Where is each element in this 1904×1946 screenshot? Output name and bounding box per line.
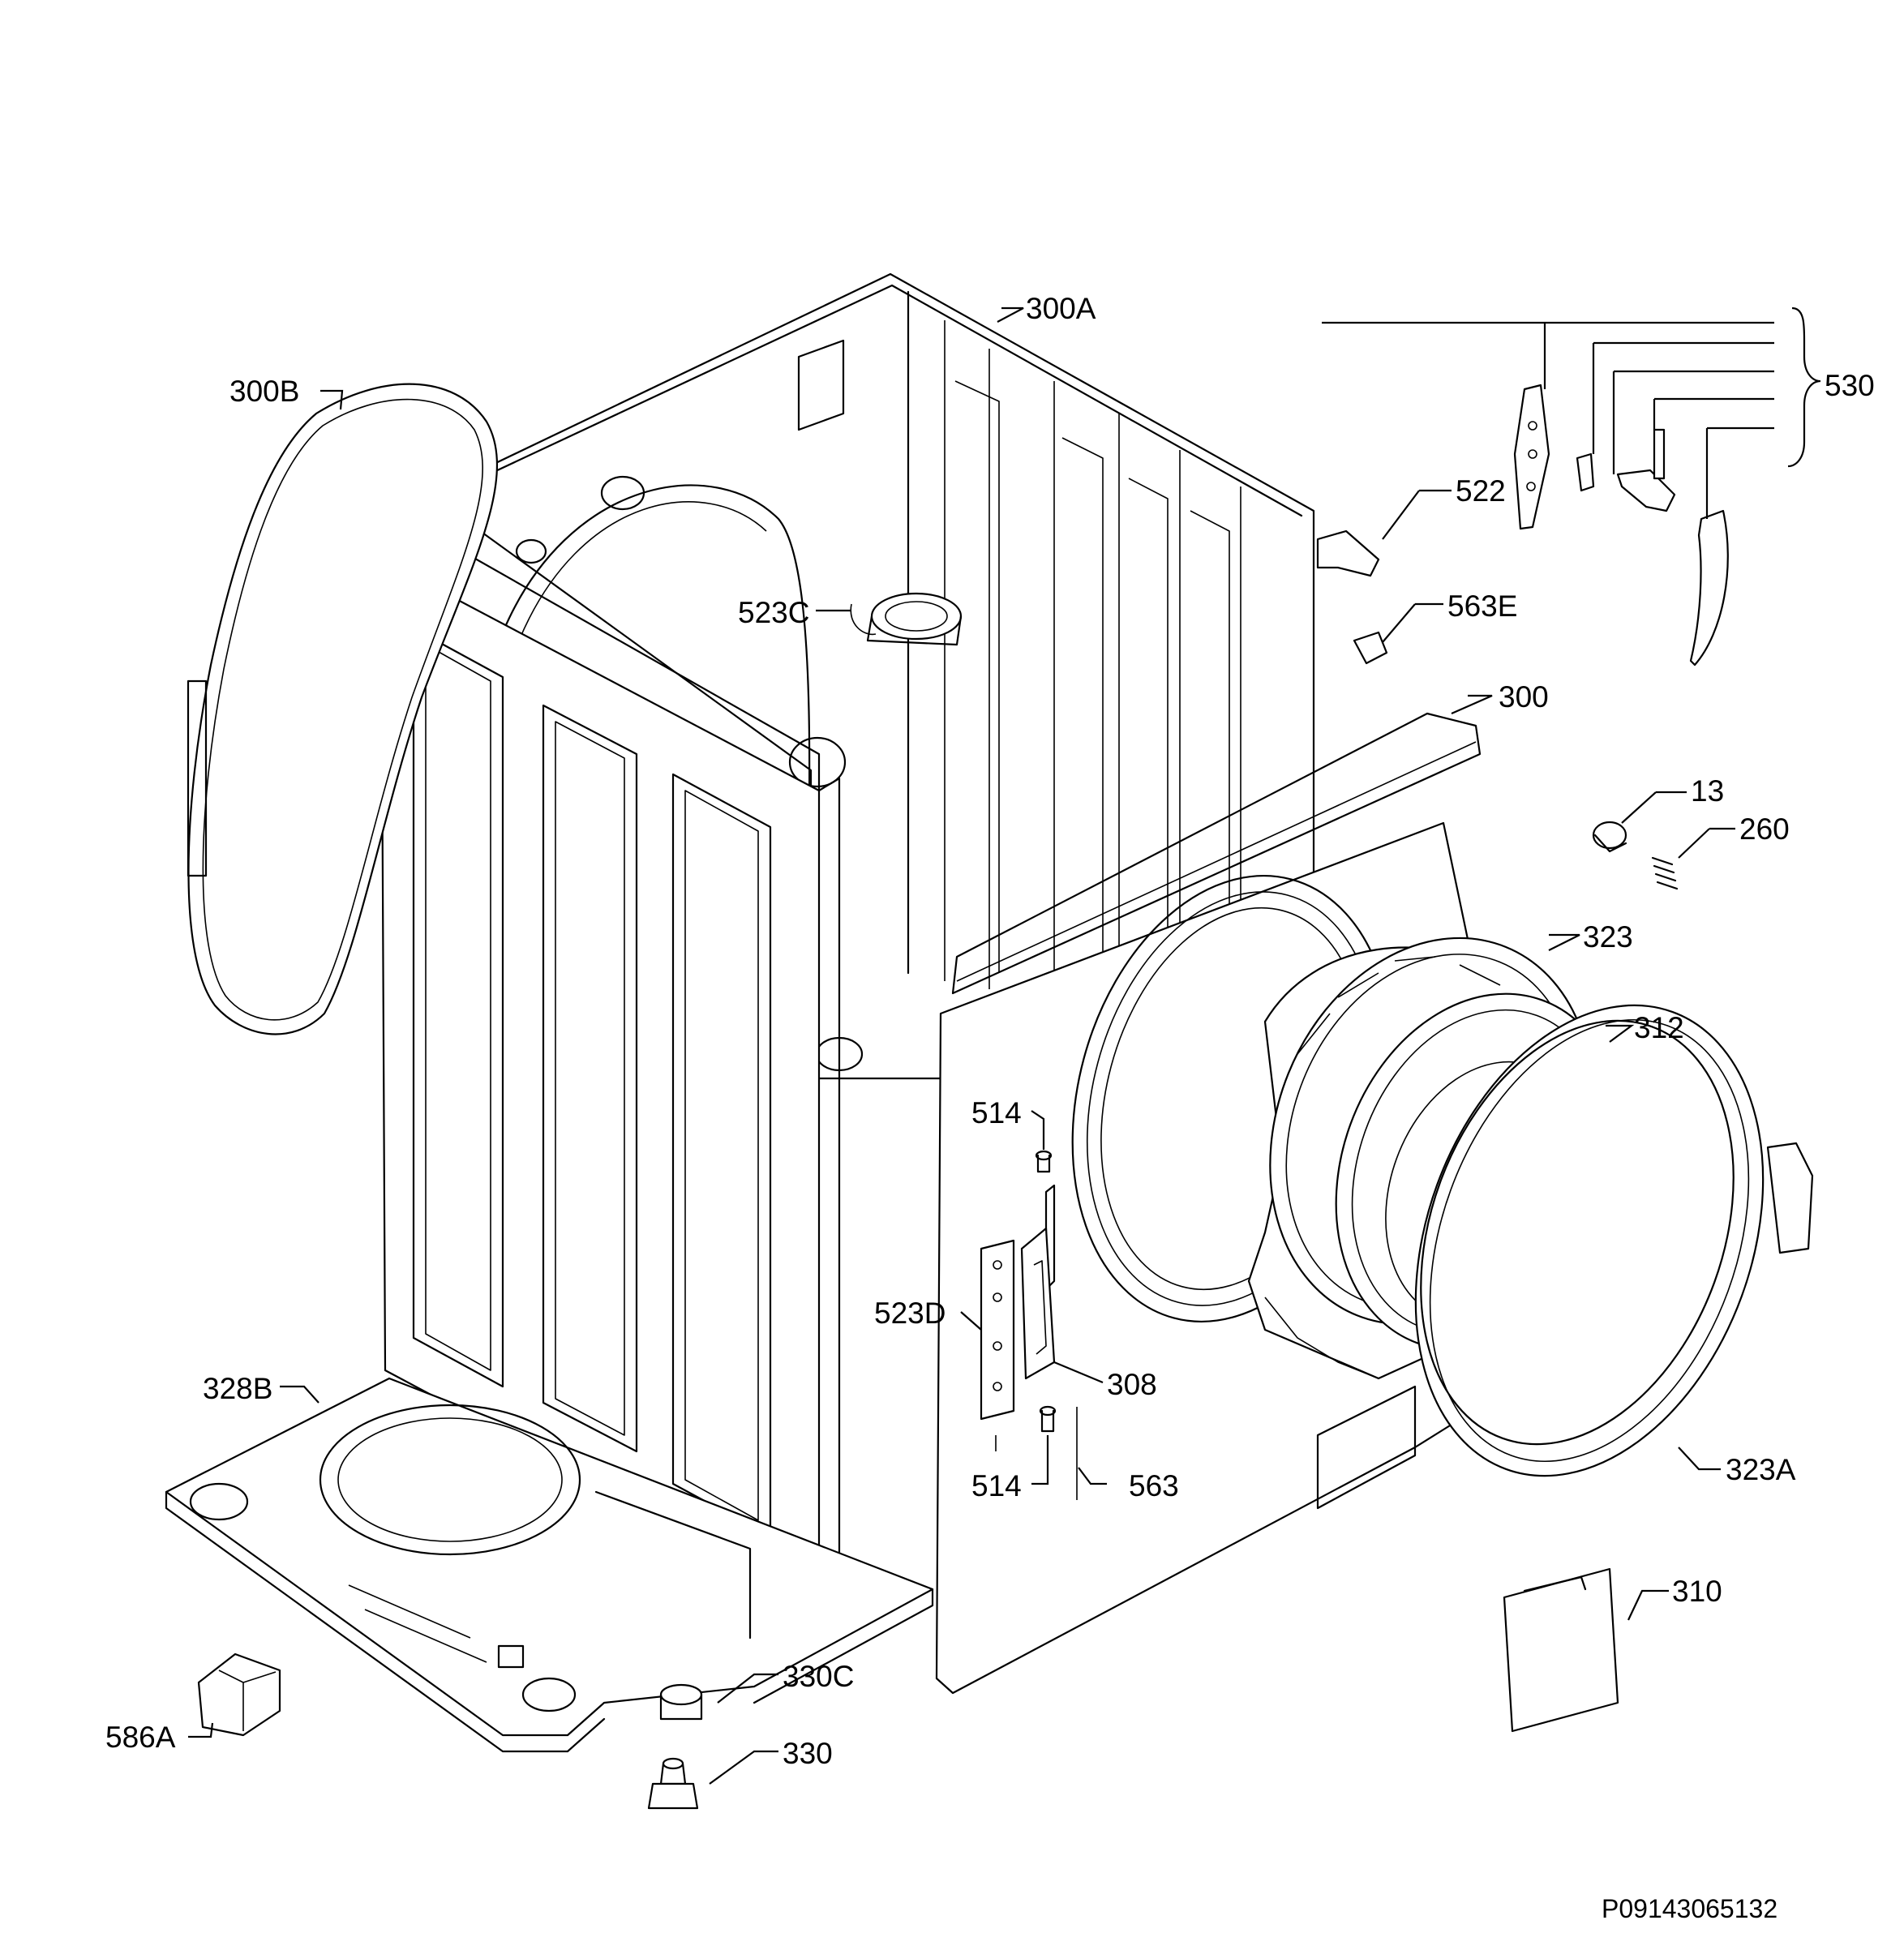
switch-586A bbox=[197, 1652, 281, 1737]
callout-323: 323 bbox=[1583, 920, 1633, 954]
callout-260: 260 bbox=[1739, 812, 1790, 846]
callout-310: 310 bbox=[1672, 1575, 1722, 1608]
stiffener-2 bbox=[542, 704, 638, 1453]
callout-312: 312 bbox=[1634, 1011, 1684, 1044]
foot-330 bbox=[647, 1757, 699, 1810]
spring-260 bbox=[1651, 856, 1679, 890]
callout-523D: 523D bbox=[874, 1297, 946, 1330]
part-13 bbox=[1592, 821, 1627, 853]
callout-300B: 300B bbox=[229, 375, 299, 408]
callout-308: 308 bbox=[1107, 1368, 1157, 1401]
callout-330: 330 bbox=[783, 1737, 833, 1770]
callout-514-lower: 514 bbox=[971, 1469, 1022, 1502]
hose-clamp-523C bbox=[850, 592, 963, 646]
leader-lines bbox=[188, 306, 1821, 1785]
callout-563E: 563E bbox=[1447, 589, 1517, 623]
callout-563: 563 bbox=[1129, 1469, 1179, 1502]
callout-530: 530 bbox=[1825, 369, 1875, 402]
callout-330C: 330C bbox=[783, 1660, 854, 1693]
part-563E bbox=[1353, 631, 1388, 665]
callout-300A: 300A bbox=[1026, 292, 1096, 325]
door-handle-308 bbox=[1020, 1227, 1056, 1380]
callout-523C: 523C bbox=[738, 596, 809, 629]
callout-522: 522 bbox=[1456, 474, 1506, 508]
cover-310 bbox=[1503, 1567, 1619, 1733]
rear-cover-300B bbox=[187, 383, 498, 1035]
foot-330C bbox=[659, 1683, 703, 1721]
part-522 bbox=[1316, 529, 1380, 577]
hinge-kit-530 bbox=[1513, 384, 1729, 667]
callout-labels: 300A 300B 530 522 563E 523C 300 13 260 3… bbox=[105, 292, 1875, 1923]
screw-514-lower bbox=[995, 1405, 1057, 1451]
screw-514-upper bbox=[1035, 1150, 1053, 1173]
callout-514-upper: 514 bbox=[971, 1096, 1022, 1129]
door-ring-323A bbox=[1414, 1004, 1814, 1477]
door-lock-523D bbox=[980, 1239, 1015, 1421]
callout-323A: 323A bbox=[1726, 1453, 1796, 1486]
callout-328B: 328B bbox=[203, 1372, 272, 1405]
base-328B bbox=[165, 1377, 934, 1753]
drawing-code: P09143065132 bbox=[1602, 1894, 1777, 1923]
callout-13: 13 bbox=[1691, 774, 1724, 808]
stiffener-1 bbox=[412, 627, 504, 1388]
callout-300: 300 bbox=[1499, 680, 1549, 714]
callout-586A: 586A bbox=[105, 1721, 176, 1754]
